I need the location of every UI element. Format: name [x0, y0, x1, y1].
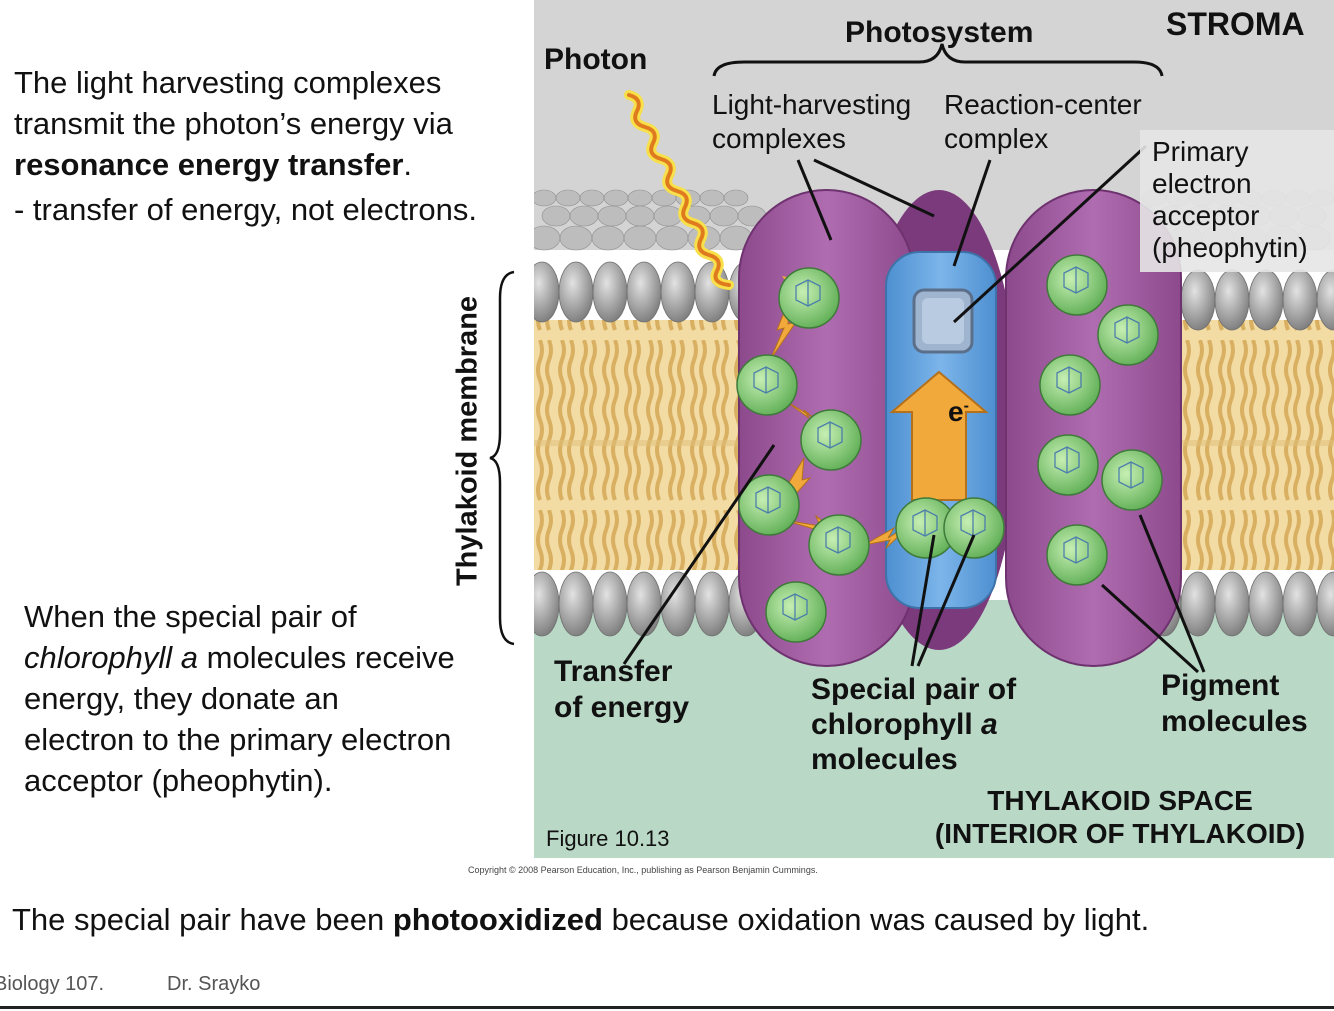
footer-course: Biology 107.	[0, 973, 105, 995]
chlorophyll-molecule	[1037, 434, 1099, 496]
photosystem-label: Photosystem	[845, 16, 1034, 49]
intro-line-1: The light harvesting complexes	[14, 65, 442, 100]
chlorophyll-molecule	[738, 474, 800, 536]
top-lipid-heads	[534, 261, 1334, 331]
chlorophyll-molecule	[800, 409, 862, 471]
figure-number: Figure 10.13	[546, 826, 670, 851]
chlorophyll-molecule	[765, 581, 827, 643]
reaction-center-label: Reaction-center complex	[944, 89, 1142, 154]
intro-line-2: transmit the photon’s energy via	[14, 106, 453, 141]
footer-rule	[0, 1006, 1334, 1009]
photooxidized-statement: The special pair have been photooxidized…	[12, 902, 1150, 937]
light-harvesting-label: Light-harvesting complexes	[712, 89, 912, 154]
chlorophyll-molecule	[1046, 524, 1108, 586]
special-pair-chlorophyll	[943, 497, 1005, 559]
chlorophyll-molecule	[1039, 354, 1101, 416]
membrane-brace	[489, 270, 515, 646]
photosystem-brace	[712, 43, 1164, 77]
photooxidized-term: photooxidized	[392, 902, 603, 937]
special-pair-paragraph: When the special pair of chlorophyll a m…	[24, 599, 455, 798]
intro-bold-term: resonance energy transfer	[14, 147, 404, 182]
intro-line-4: - transfer of energy, not electrons.	[14, 192, 477, 227]
electron-label: e-	[948, 396, 969, 427]
chlorophyll-molecules	[736, 254, 1163, 643]
transfer-of-energy-label: Transfer of energy	[554, 655, 690, 724]
chlorophyll-molecule	[808, 514, 870, 576]
special-pair-label: Special pair of chlorophyll a molecules	[811, 673, 1017, 776]
primary-acceptor-label: Primary electron acceptor (pheophytin)	[1152, 136, 1308, 263]
footer-instructor: Dr. Srayko	[167, 973, 261, 995]
chlorophyll-molecule	[1097, 304, 1159, 366]
intro-paragraph: The light harvesting complexes transmit …	[14, 62, 534, 230]
pigment-molecules-label: Pigment molecules	[1161, 669, 1308, 738]
chlorophyll-molecule	[1101, 449, 1163, 511]
pointer-lines	[622, 144, 1206, 674]
copyright-notice: Copyright © 2008 Pearson Education, Inc.…	[468, 865, 818, 875]
thylakoid-space-label: THYLAKOID SPACE (INTERIOR OF THYLAKOID)	[934, 785, 1306, 849]
stroma-label: STROMA	[1166, 6, 1305, 42]
chlorophyll-molecule	[736, 354, 798, 416]
chlorophyll-molecule	[778, 267, 840, 329]
photon-label: Photon	[544, 43, 648, 76]
photosystem-figure: STROMA Photosystem Photon Light-harvesti…	[534, 0, 1334, 858]
chlorophyll-molecule	[1046, 254, 1108, 316]
electron-arrow	[889, 370, 989, 501]
